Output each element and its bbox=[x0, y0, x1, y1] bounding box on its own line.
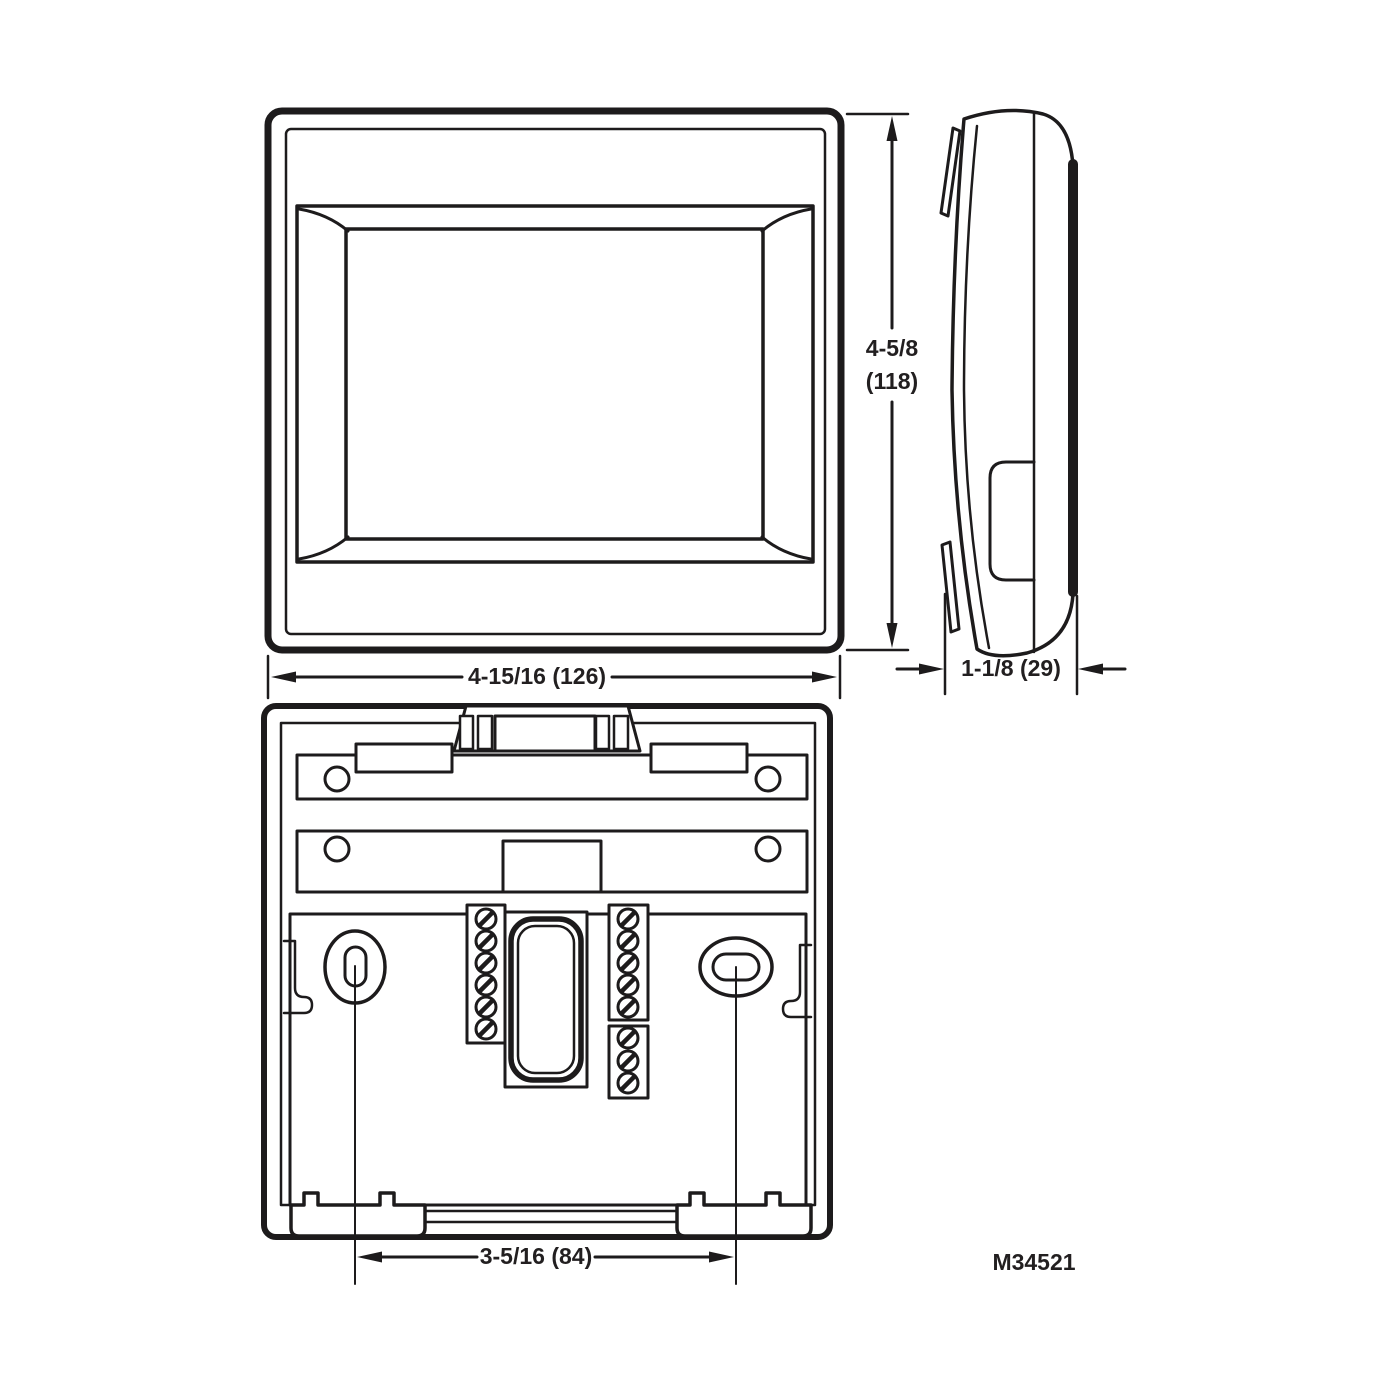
depth-label: 1-1/8 (29) bbox=[961, 655, 1061, 681]
width-label: 4-15/16 (126) bbox=[468, 663, 606, 689]
top-clip-slot bbox=[458, 714, 475, 751]
terminal-screw bbox=[618, 953, 638, 973]
top-clip-slot bbox=[612, 714, 630, 751]
bottom-foot-right bbox=[675, 1191, 813, 1238]
wiring-opening-outer bbox=[508, 916, 584, 1083]
terminal-screw bbox=[476, 997, 496, 1017]
drawing-number-label: M34521 bbox=[992, 1249, 1075, 1275]
bezel-corner-top-left bbox=[297, 207, 350, 233]
wiring-opening-inner bbox=[516, 924, 576, 1075]
bottom-foot-left bbox=[289, 1191, 427, 1238]
side-latch-right bbox=[781, 943, 813, 1019]
arrowhead-up bbox=[886, 116, 898, 141]
bezel-corner-bottom-right bbox=[760, 535, 813, 561]
front-cover-rim bbox=[284, 127, 827, 636]
terminal-screw bbox=[618, 975, 638, 995]
bezel-corner-bottom-left bbox=[297, 535, 350, 561]
dimension-hole-spacing: 3-5/16 (84) bbox=[354, 965, 737, 1285]
terminal-screw bbox=[618, 1051, 638, 1071]
side-body-outline bbox=[950, 108, 1075, 658]
terminal-screw bbox=[618, 931, 638, 951]
terminal-screw bbox=[476, 931, 496, 951]
front-outer-case bbox=[264, 107, 845, 654]
screen-bezel-outline bbox=[295, 204, 815, 564]
terminal-screw bbox=[476, 1019, 496, 1039]
screw-hole bbox=[754, 835, 782, 863]
arrowhead-left bbox=[271, 671, 296, 683]
dimension-height: 4-5/8 (118) bbox=[845, 112, 919, 652]
side-top-lip bbox=[939, 126, 962, 218]
screw-hole bbox=[323, 835, 351, 863]
terminal-screw bbox=[618, 909, 638, 929]
back-view bbox=[261, 703, 833, 1240]
front-view bbox=[264, 107, 845, 654]
side-view bbox=[939, 108, 1078, 658]
second-rail-window bbox=[501, 839, 603, 894]
arrowhead-right bbox=[919, 663, 944, 675]
arrowhead-left bbox=[1078, 663, 1103, 675]
upper-rail-tab-right bbox=[649, 742, 749, 774]
side-front-rim-line bbox=[962, 124, 991, 650]
screen-opening bbox=[344, 227, 765, 541]
height-label-mm: (118) bbox=[866, 368, 918, 394]
side-latch-left bbox=[282, 939, 314, 1015]
bezel-corner-top-right bbox=[760, 207, 813, 233]
arrowhead-down bbox=[886, 623, 898, 648]
arrowhead-left bbox=[357, 1251, 382, 1263]
upper-rail-tab-left bbox=[354, 742, 454, 774]
terminal-screw bbox=[476, 953, 496, 973]
terminal-screw bbox=[618, 997, 638, 1017]
top-clip-slot bbox=[594, 714, 611, 751]
terminal-screw bbox=[618, 1073, 638, 1093]
arrowhead-right bbox=[812, 671, 837, 683]
screw-hole bbox=[323, 765, 351, 793]
height-label-inches: 4-5/8 bbox=[866, 335, 919, 361]
hole-spacing-label: 3-5/16 (84) bbox=[480, 1243, 593, 1269]
side-door-detail bbox=[988, 460, 1036, 582]
terminal-screw bbox=[476, 909, 496, 929]
side-bottom-lip bbox=[940, 540, 961, 634]
upper-rail bbox=[295, 753, 809, 801]
top-clip-slot bbox=[476, 714, 494, 751]
top-latch-window bbox=[493, 714, 597, 753]
terminal-screw bbox=[476, 975, 496, 995]
terminal-screw bbox=[618, 1028, 638, 1048]
screw-hole bbox=[754, 765, 782, 793]
arrowhead-right bbox=[709, 1251, 734, 1263]
dimension-depth: 1-1/8 (29) bbox=[895, 592, 1127, 696]
dimension-width: 4-15/16 (126) bbox=[266, 654, 842, 700]
